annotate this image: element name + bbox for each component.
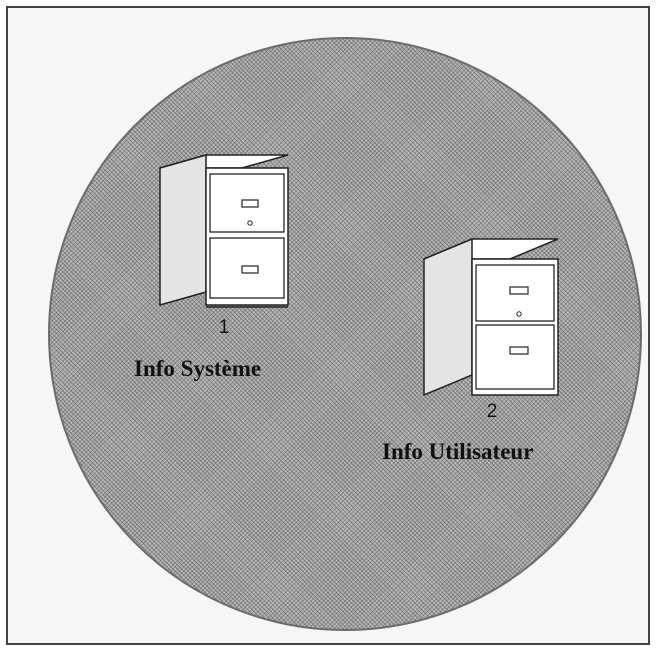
filing-cabinet-icon — [423, 237, 559, 397]
store-number-2: 2 — [486, 401, 498, 422]
store-label-2: Info Utilisateur — [382, 439, 534, 464]
store-label-1: Info Système — [134, 356, 262, 381]
filing-cabinet-2 — [422, 237, 560, 397]
filing-cabinet-icon — [159, 154, 289, 308]
filing-cabinet-1 — [158, 154, 290, 312]
store-number-1: 1 — [218, 317, 230, 338]
diagram-frame: 1 Info Système 2 Info Utilisateur — [6, 6, 650, 645]
